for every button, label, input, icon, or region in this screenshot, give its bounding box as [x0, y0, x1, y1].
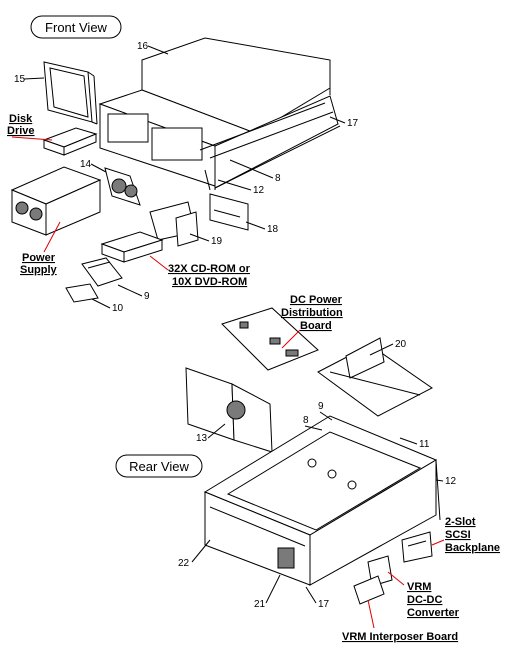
- drive-filler-9: [81, 257, 123, 287]
- chassis-front: [98, 89, 341, 191]
- label-power: Power: [22, 252, 56, 264]
- callout-19: 19: [211, 236, 223, 247]
- callout-9-rear: 9: [318, 401, 324, 412]
- power-supply: [10, 166, 102, 253]
- label-scsi-3: Backplane: [445, 542, 500, 554]
- label-vrm-interposer: VRM Interposer Board: [342, 631, 458, 643]
- rear-view-pill: Rear View: [115, 454, 203, 478]
- callout-22: 22: [178, 558, 190, 569]
- label-cdrom-2: 10X DVD-ROM: [172, 276, 247, 288]
- label-disk: Disk: [9, 113, 33, 125]
- callout-17-rear: 17: [318, 599, 330, 610]
- label-vrm-3: Converter: [407, 607, 460, 619]
- callout-12-front: 12: [253, 185, 265, 196]
- bracket-assembly-20: [317, 337, 433, 417]
- front-bezel: [43, 61, 98, 125]
- label-supply: Supply: [20, 264, 58, 276]
- callout-13: 13: [196, 433, 208, 444]
- dc-power-board: [221, 307, 319, 371]
- front-view-pill: Front View: [30, 15, 122, 39]
- chassis-rear: [203, 415, 441, 586]
- label-drive: Drive: [7, 125, 35, 137]
- rear-view-title: Rear View: [129, 459, 189, 474]
- callout-18: 18: [267, 224, 279, 235]
- vrm-interposer-board: [353, 575, 385, 629]
- filler-panel-10: [65, 283, 99, 303]
- label-dc-power-3: Board: [300, 320, 332, 332]
- callout-12-rear: 12: [445, 476, 457, 487]
- drive-bracket: [149, 201, 199, 247]
- callout-15: 15: [14, 74, 26, 85]
- callout-17-front: 17: [347, 118, 359, 129]
- disk-drive: [11, 127, 98, 156]
- rear-fan-assembly: [185, 367, 273, 453]
- callout-21: 21: [254, 599, 266, 610]
- callout-16: 16: [137, 41, 149, 52]
- label-vrm-1: VRM: [407, 581, 431, 593]
- label-dc-power-2: Distribution: [281, 307, 343, 319]
- callout-10: 10: [112, 303, 124, 314]
- front-view-title: Front View: [45, 20, 108, 35]
- callout-20: 20: [395, 339, 407, 350]
- callout-8-front: 8: [275, 173, 281, 184]
- cdrom-drive: [100, 231, 169, 271]
- label-scsi-1: 2-Slot: [445, 516, 476, 528]
- label-dc-power-1: DC Power: [290, 294, 343, 306]
- label-vrm-2: DC-DC: [407, 594, 442, 606]
- callout-8-rear: 8: [303, 415, 309, 426]
- callout-14: 14: [80, 159, 92, 170]
- label-scsi-2: SCSI: [445, 529, 471, 541]
- callout-11: 11: [419, 439, 430, 450]
- callout-9-front: 9: [144, 291, 150, 302]
- scsi-backplane: [401, 531, 445, 563]
- label-cdrom-1: 32X CD-ROM or: [168, 263, 251, 275]
- front-fan-assembly: [104, 167, 141, 206]
- front-board: [209, 193, 249, 231]
